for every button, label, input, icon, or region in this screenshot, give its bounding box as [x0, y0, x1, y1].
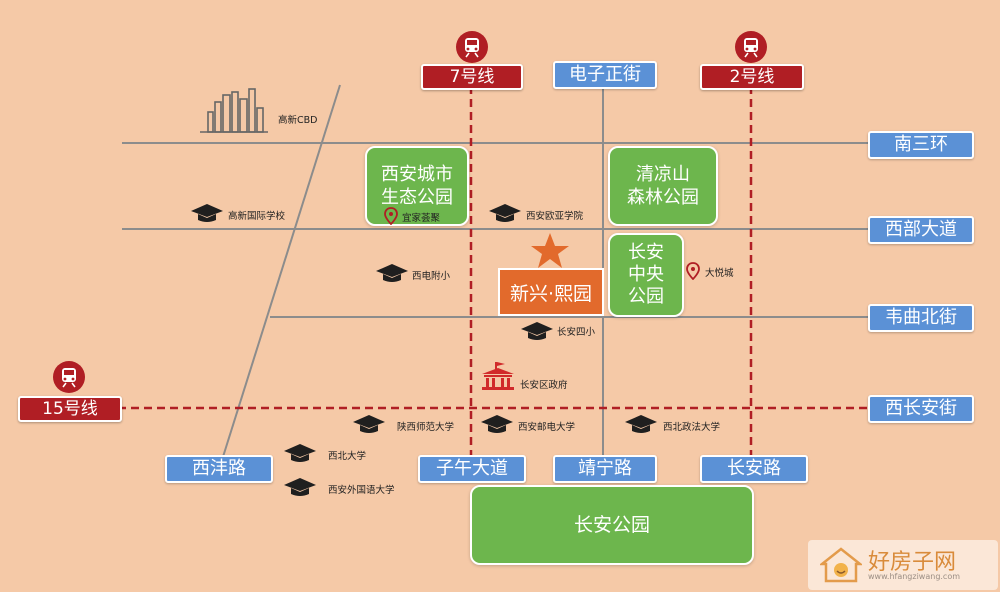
graduation-cap-icon	[521, 322, 553, 340]
location-pin-icon	[384, 207, 398, 225]
park-changan-label: 长安公园	[573, 513, 650, 536]
metro-line7-label: 7号线	[421, 64, 523, 90]
watermark-title: 好房子网	[868, 550, 957, 575]
poi-dayuecheng: 大悦城	[705, 268, 734, 279]
metro-line15-label: 15号线	[18, 396, 122, 422]
poi-zhengfa: 西北政法大学	[663, 422, 721, 433]
star-icon	[531, 233, 569, 268]
road-label-changan-rd: 长安路	[700, 455, 808, 483]
graduation-cap-icon	[353, 415, 385, 433]
graduation-cap-icon	[481, 415, 513, 433]
poi-gov: 长安区政府	[520, 380, 568, 391]
location-pin-icon	[686, 262, 700, 280]
project-box: 新兴·熙园	[498, 268, 604, 316]
poi-xibei: 西北大学	[328, 451, 367, 462]
buildings-icon	[200, 88, 268, 133]
government-building-icon	[482, 362, 514, 390]
graduation-cap-icon	[625, 415, 657, 433]
park-changan-central-label: 长安 中央 公园	[628, 242, 664, 307]
road-label-xibu: 西部大道	[868, 216, 974, 244]
poi-ouya: 西安欧亚学院	[526, 211, 584, 222]
road-label-weiqu: 韦曲北街	[868, 304, 974, 332]
watermark-url: www.hfangziwang.com	[868, 572, 961, 581]
park-xian-city-label: 西安城市 生态公园	[381, 164, 453, 208]
train-icon-line15	[53, 361, 85, 393]
park-qingliang: 清凉山 森林公园	[608, 146, 718, 226]
road-label-xichangan: 西长安街	[868, 395, 974, 423]
graduation-cap-icon	[284, 478, 316, 496]
road-label-ziwu: 子午大道	[418, 455, 526, 483]
poi-changan-sixiao: 长安四小	[557, 327, 596, 338]
road-label-nansanhuan: 南三环	[868, 131, 974, 159]
road-label-jingning: 靖宁路	[553, 455, 657, 483]
poi-xidian-fuxiao: 西电附小	[412, 271, 451, 282]
road-diagonal	[221, 84, 341, 461]
graduation-cap-icon	[284, 444, 316, 462]
poi-cbd: 高新CBD	[278, 115, 318, 126]
graduation-cap-icon	[376, 264, 408, 282]
park-changan-central: 长安 中央 公园	[608, 233, 684, 317]
poi-gaoxin-school: 高新国际学校	[228, 211, 286, 222]
metro-line2-label: 2号线	[700, 64, 804, 90]
train-icon-line2	[735, 31, 767, 63]
graduation-cap-icon	[191, 204, 223, 222]
poi-waiyu: 西安外国语大学	[328, 485, 395, 496]
project-name: 新兴·熙园	[509, 282, 593, 305]
poi-yijia: 宜家荟聚	[402, 213, 441, 224]
train-icon-line7	[456, 31, 488, 63]
poi-shifan: 陕西师范大学	[397, 422, 455, 433]
road-label-xifeng: 西沣路	[165, 455, 273, 483]
graduation-cap-icon	[489, 204, 521, 222]
park-xian-city: 西安城市 生态公园	[365, 146, 469, 226]
poi-youdian: 西安邮电大学	[518, 422, 576, 433]
house-logo-icon	[820, 547, 862, 583]
park-changan: 长安公园	[470, 485, 754, 565]
road-label-dianzi: 电子正街	[553, 61, 657, 89]
park-qingliang-label: 清凉山 森林公园	[627, 164, 699, 208]
watermark: 好房子网 www.hfangziwang.com	[808, 540, 998, 590]
